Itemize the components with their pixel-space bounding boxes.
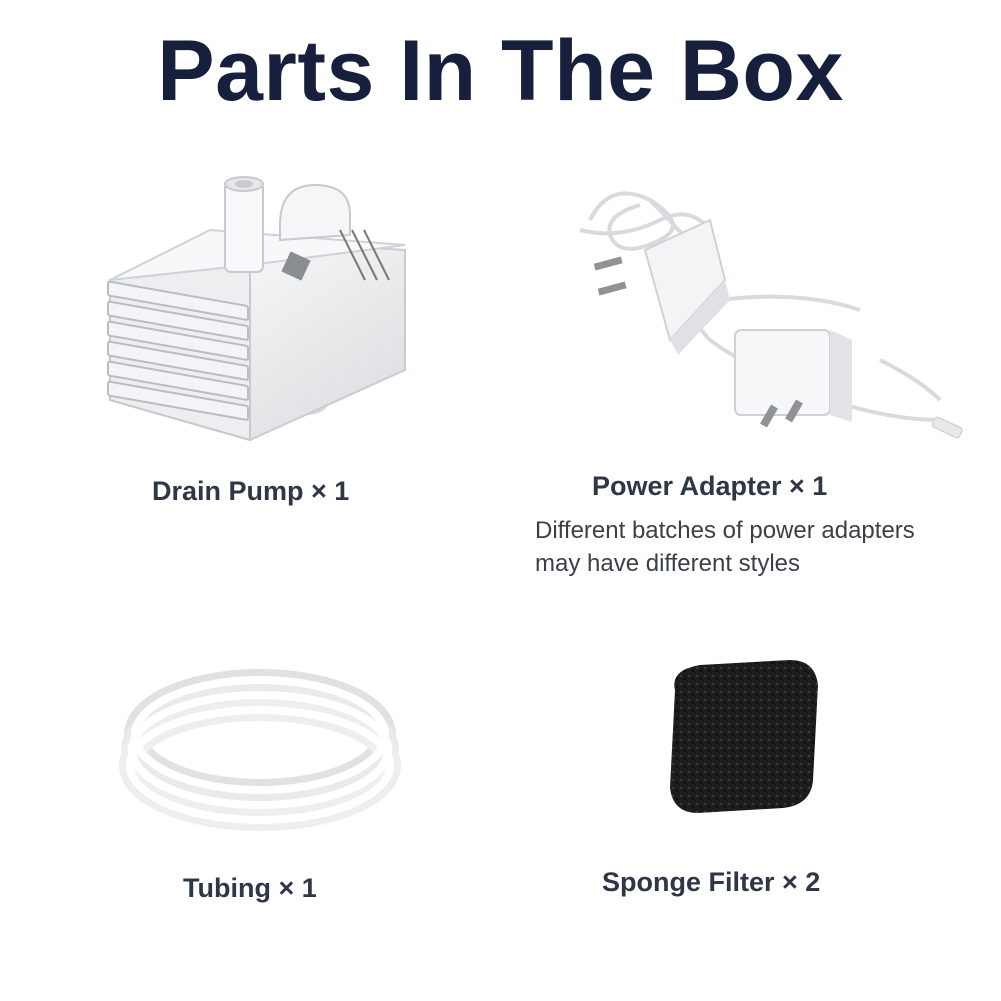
sponge-filter-label: Sponge Filter × 2	[602, 867, 821, 897]
drain-pump-image	[107, 176, 406, 442]
sponge-filter-image	[670, 660, 818, 813]
page-title: Parts In The Box	[157, 23, 844, 119]
power-adapter-image	[579, 191, 963, 439]
power-adapter-label: Power Adapter × 1	[592, 471, 828, 501]
drain-pump-label: Drain Pump × 1	[152, 476, 350, 506]
tubing-image	[119, 669, 401, 831]
power-adapter-note-line-1: Different batches of power adapters	[535, 517, 915, 544]
power-adapter-note-line-2: may have different styles	[535, 550, 801, 577]
tubing-label: Tubing × 1	[183, 873, 317, 903]
